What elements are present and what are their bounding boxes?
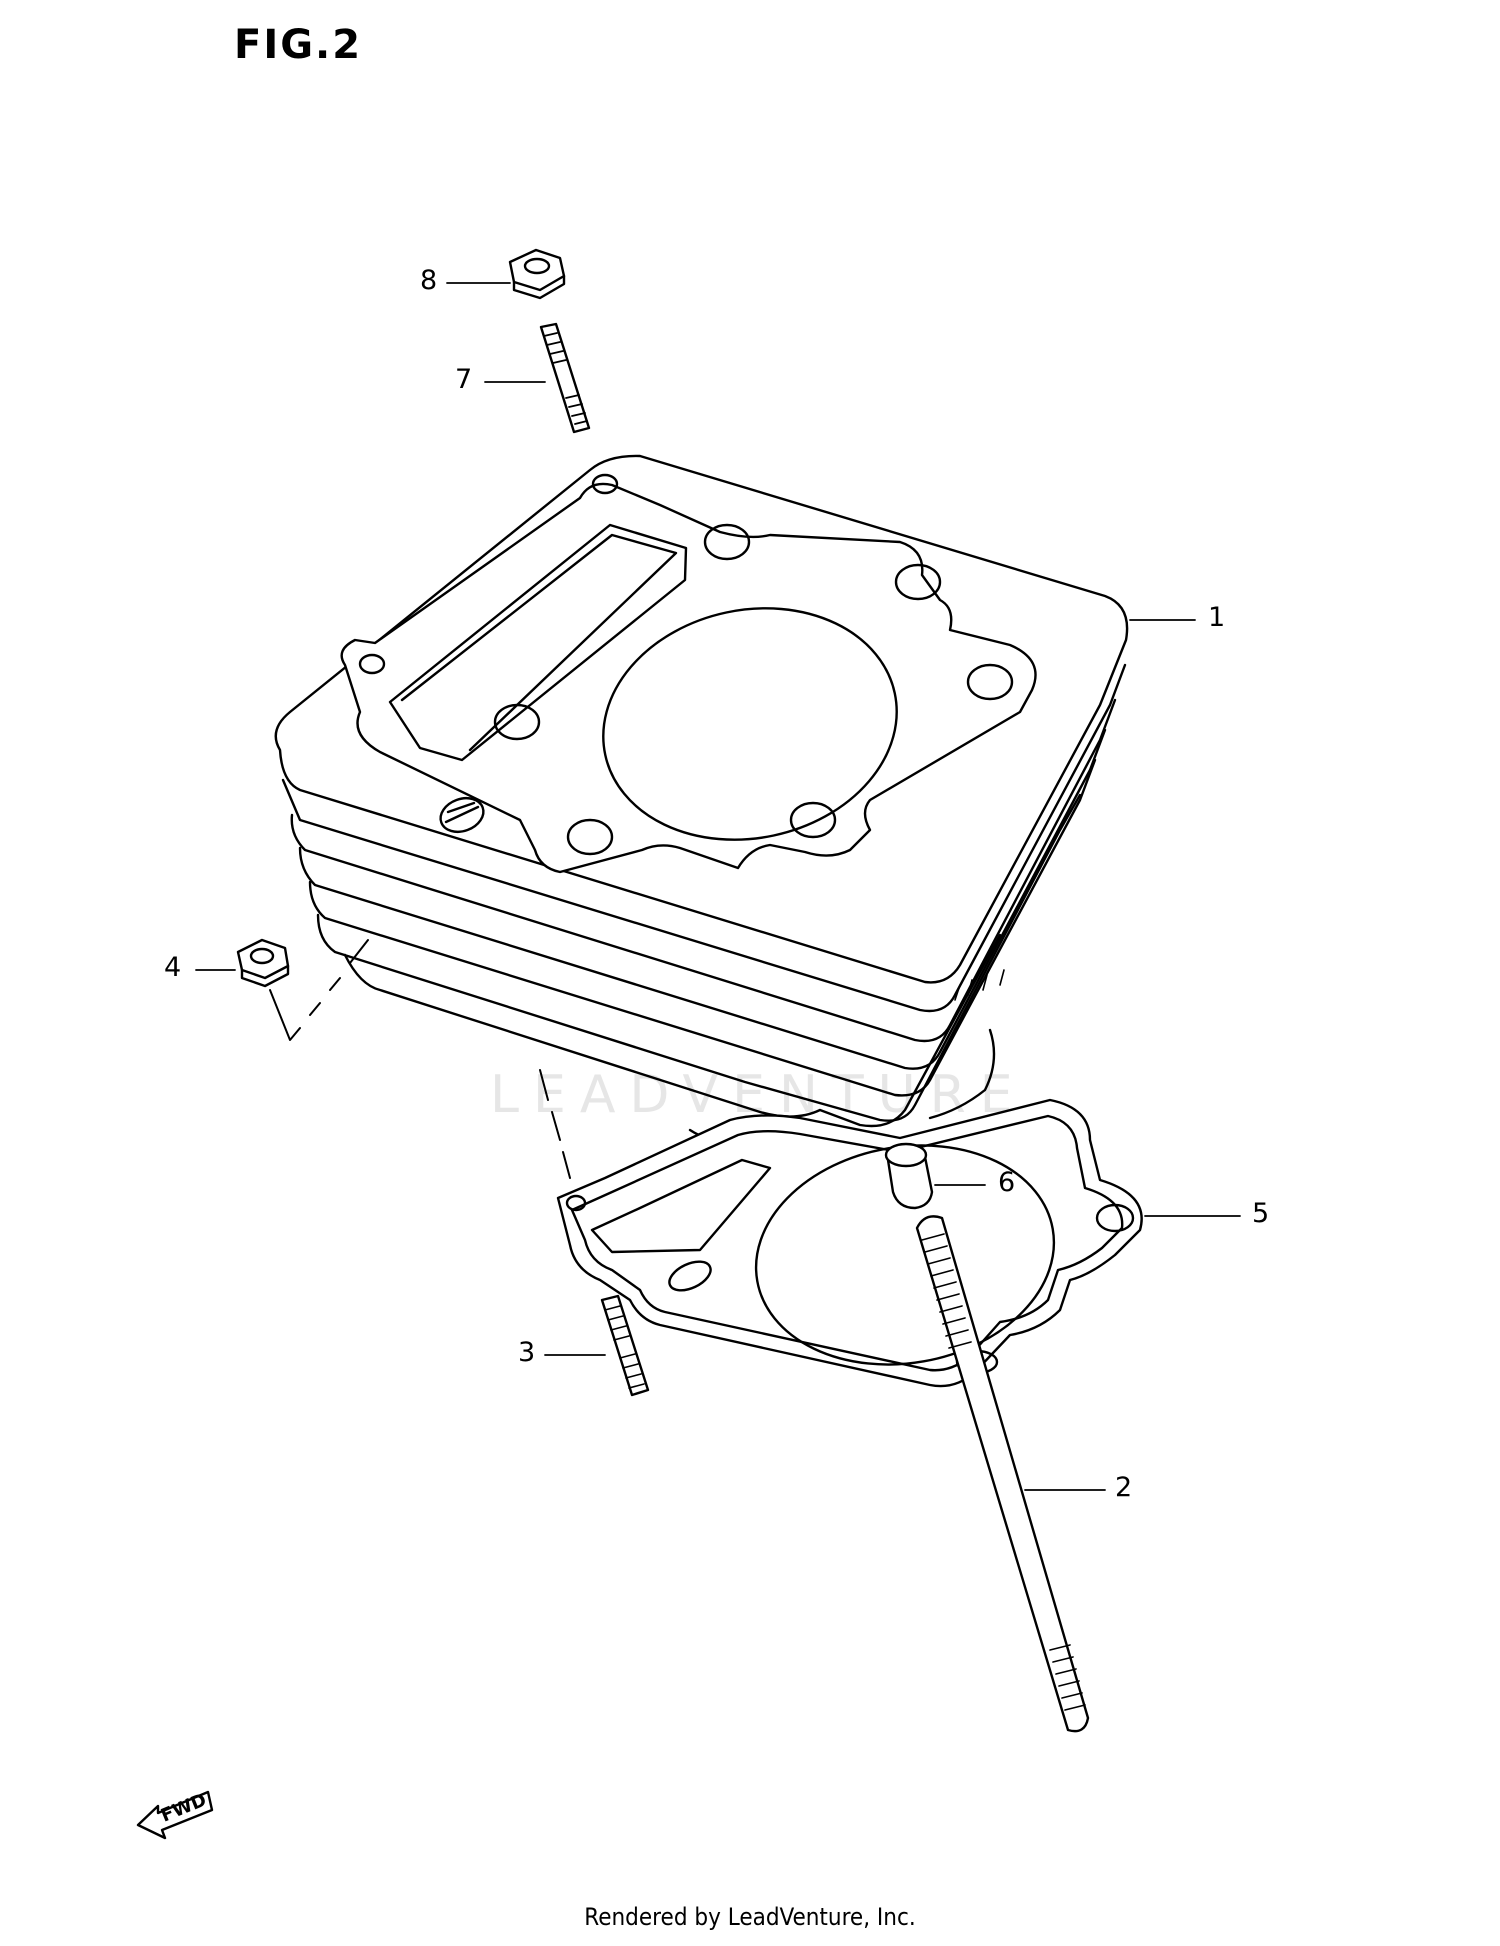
callout-6: 6 <box>998 1167 1016 1198</box>
stud-icon[interactable] <box>539 322 591 434</box>
cylinder-icon[interactable] <box>274 454 1129 1143</box>
dowel-pin-icon[interactable] <box>884 1142 934 1210</box>
callout-4: 4 <box>164 952 182 983</box>
callout-5: 5 <box>1252 1198 1270 1229</box>
callout-7: 7 <box>455 364 473 395</box>
figure-title: FIG.2 <box>234 22 363 68</box>
gasket-icon[interactable] <box>556 1098 1143 1388</box>
nut-icon[interactable] <box>236 938 290 988</box>
stud-icon[interactable] <box>915 1215 1090 1733</box>
nut-icon[interactable] <box>508 248 566 300</box>
stud-icon[interactable] <box>600 1294 650 1397</box>
callout-8: 8 <box>420 265 438 296</box>
callout-3: 3 <box>518 1337 536 1368</box>
callout-1: 1 <box>1208 602 1226 633</box>
footer-credit: Rendered by LeadVenture, Inc. <box>584 1903 916 1931</box>
forward-arrow-icon: FWD <box>136 1790 214 1840</box>
callout-2: 2 <box>1115 1472 1133 1503</box>
